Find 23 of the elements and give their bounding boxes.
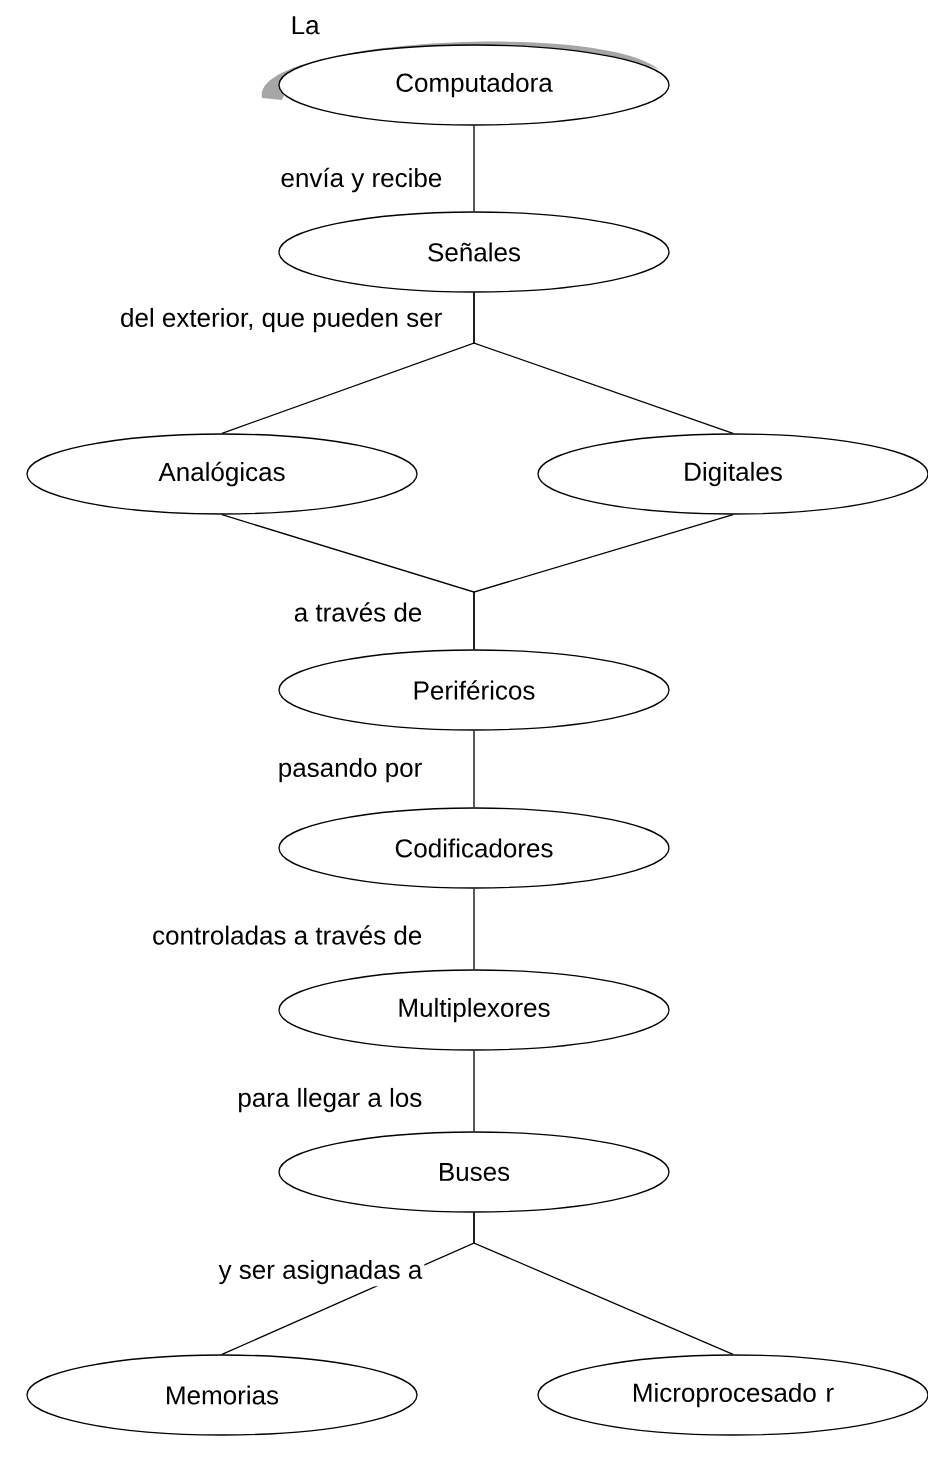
connector-line [473, 292, 734, 434]
ellipse-node: Multiplexores [278, 969, 670, 1051]
ellipse-node: Periféricos [278, 649, 670, 731]
edge-label: del exterior, que pueden ser [118, 305, 445, 335]
edge-label: controladas a través de [150, 923, 425, 947]
ellipse-node: Señales [278, 211, 670, 293]
edge-label: envía y recibe [278, 165, 445, 195]
ellipse-node: Memorias [26, 1354, 418, 1436]
connector-line [473, 514, 734, 650]
ellipse-node: Computadora [278, 44, 670, 126]
edge-label: a través de [291, 600, 425, 624]
ellipse-node: Analógicas [26, 433, 418, 515]
connector-line [473, 1050, 475, 1132]
edge-label: y ser asignadas a [216, 1257, 425, 1287]
connector-line [473, 125, 475, 212]
ellipse-node: Codificadores [278, 807, 670, 889]
edge-label: para llegar a los [235, 1085, 425, 1115]
connector-line [473, 730, 475, 808]
edge-label: pasando por [275, 755, 425, 785]
connector-line [473, 888, 475, 970]
connector-line [473, 1212, 734, 1355]
heading-text: La [292, 16, 320, 35]
ellipse-node: Buses [278, 1131, 670, 1213]
